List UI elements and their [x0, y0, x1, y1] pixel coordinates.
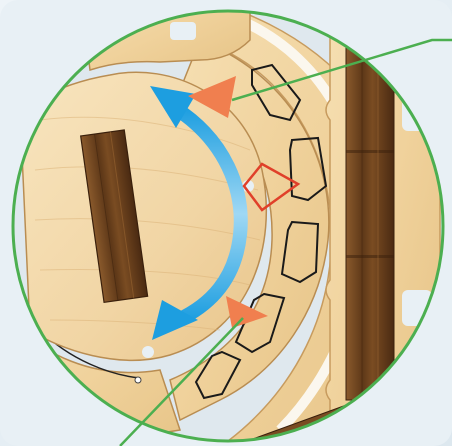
notch	[170, 22, 196, 40]
rotating-disk	[20, 72, 266, 360]
pin-hole	[135, 377, 141, 383]
dark-wood-post-right	[346, 40, 394, 400]
disk-notch	[142, 346, 154, 358]
